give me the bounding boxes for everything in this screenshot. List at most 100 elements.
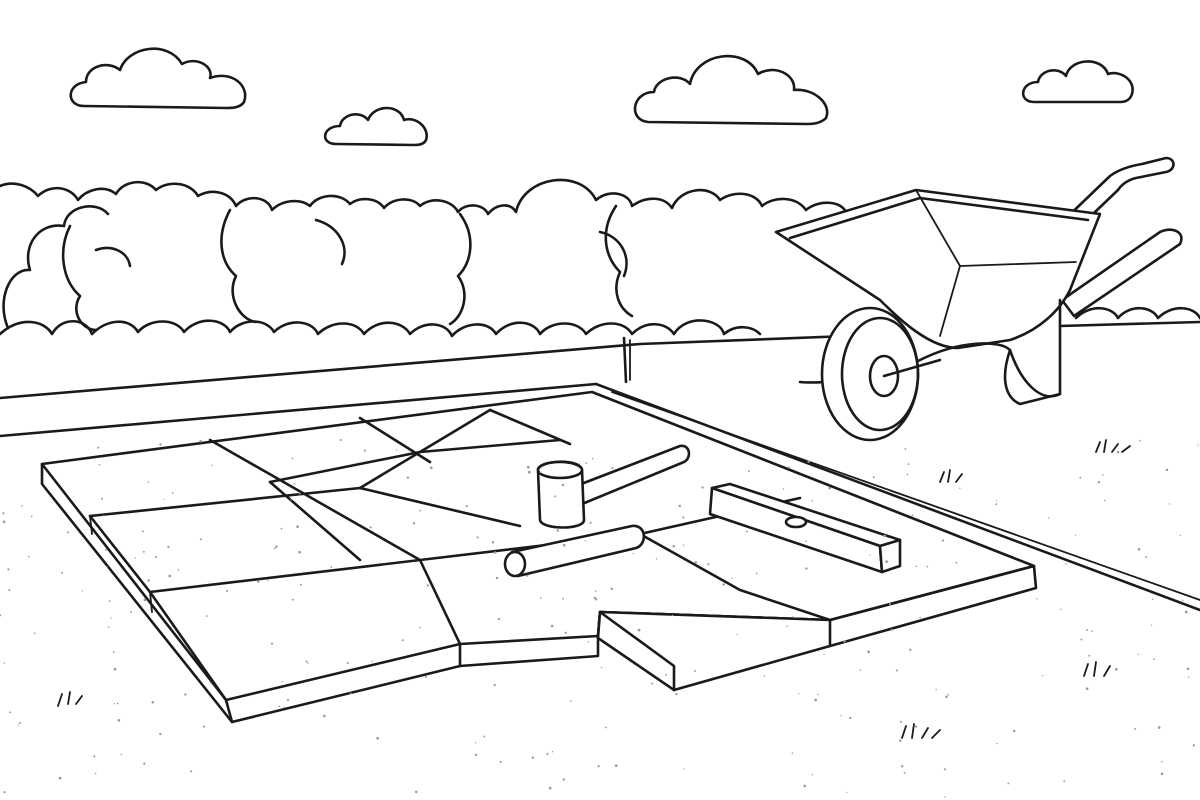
gravel-speck — [843, 639, 846, 643]
gravel-speck — [955, 561, 958, 564]
gravel-speck — [527, 470, 531, 474]
gravel-speck — [7, 568, 10, 571]
gravel-speck — [419, 509, 422, 512]
gravel-speck — [257, 580, 260, 583]
gravel-speck — [731, 577, 733, 579]
gravel-speck — [476, 536, 479, 539]
grass-tuft — [939, 469, 963, 483]
gravel-speck — [106, 566, 108, 568]
gravel-speck — [497, 617, 500, 621]
gravel-speck — [1137, 653, 1140, 656]
gravel-speck — [605, 726, 608, 729]
gravel-speck — [846, 791, 848, 794]
gravel-speck — [562, 778, 565, 781]
gravel-speck — [805, 540, 807, 542]
gravel-speck — [849, 716, 852, 720]
grass-tuft — [57, 691, 83, 707]
tile-grid-col-5 — [638, 532, 832, 622]
hedge-bush-5 — [604, 204, 634, 318]
paving-front-edge-right-tile — [596, 610, 832, 692]
gravel-speck — [430, 466, 433, 470]
gravel-speck — [323, 714, 326, 718]
gravel-speck — [899, 739, 902, 742]
gravel-speck — [278, 705, 281, 708]
hedge-bush-7 — [314, 218, 346, 266]
gravel-speck — [539, 471, 542, 474]
gravel-speck — [562, 543, 566, 547]
gravel-speck — [1150, 624, 1153, 626]
gravel-speck — [996, 500, 998, 502]
gravel-speck — [1168, 503, 1171, 505]
tile-grid-row-4 — [268, 438, 562, 484]
wheelbarrow-wheel-inner — [840, 316, 920, 432]
gravel-speck — [701, 486, 704, 489]
paving-right-face — [598, 610, 676, 692]
gravel-speck — [550, 624, 554, 628]
gravel-speck — [33, 632, 36, 635]
gravel-speck — [209, 681, 212, 684]
gravel-speck — [1137, 547, 1141, 551]
gravel-speck — [491, 541, 495, 544]
gravel-speck — [290, 499, 292, 501]
gravel-speck — [747, 470, 750, 473]
gravel-speck — [143, 598, 147, 602]
gravel-speck — [81, 590, 83, 592]
gravel-speck — [104, 548, 107, 551]
gravel-speck — [585, 462, 587, 464]
gravel-speck — [9, 711, 12, 714]
gravel-speck — [915, 565, 918, 568]
gravel-speck — [883, 534, 887, 538]
gravel-speck — [495, 576, 499, 580]
gravel-speck — [167, 545, 170, 549]
gravel-speck — [1041, 674, 1044, 677]
gravel-speck — [1063, 780, 1066, 783]
cloud-center-small — [323, 106, 428, 147]
gravel-speck — [1065, 563, 1067, 565]
gravel-speck — [102, 515, 105, 517]
gravel-speck — [943, 768, 946, 771]
gravel-speck — [828, 486, 831, 490]
gravel-speck — [869, 554, 871, 556]
gravel-speck — [307, 662, 309, 664]
gravel-speck — [113, 703, 116, 705]
gravel-speck — [163, 498, 165, 500]
gravel-speck — [2, 512, 5, 515]
gravel-speck — [787, 466, 790, 469]
gravel-speck — [412, 522, 416, 525]
gravel-speck — [151, 701, 154, 704]
paving-right-edge — [828, 564, 1038, 648]
gravel-speck — [678, 504, 682, 508]
gravel-speck — [1080, 638, 1083, 641]
gravel-speck — [814, 698, 818, 702]
gravel-speck — [578, 463, 581, 465]
gravel-speck — [147, 481, 150, 484]
gravel-speck — [548, 786, 552, 790]
gravel-speck — [1145, 556, 1148, 558]
cloud-center-large — [633, 54, 829, 126]
gravel-speck — [584, 540, 587, 542]
gravel-speck — [117, 719, 121, 722]
gravel-speck — [349, 692, 352, 695]
gravel-speck — [807, 460, 811, 463]
gravel-speck — [914, 725, 918, 728]
gravel-speck — [143, 762, 146, 765]
gravel-speck — [465, 505, 468, 508]
dowel-end — [503, 550, 527, 578]
gravel-speck — [554, 495, 557, 498]
hedge-bush-4 — [448, 212, 472, 326]
hedge-base — [0, 319, 762, 338]
gravel-speck — [594, 590, 597, 592]
tools — [503, 444, 902, 578]
gravel-speck — [745, 530, 748, 533]
gravel-texture — [0, 439, 1199, 798]
gravel-speck — [944, 796, 946, 798]
gravel-speck — [8, 589, 11, 592]
gravel-speck — [682, 516, 685, 519]
gravel-speck — [786, 625, 789, 628]
gravel-speck — [792, 616, 794, 618]
gravel-speck — [526, 465, 530, 469]
gravel-speck — [655, 558, 658, 560]
gravel-speck — [890, 628, 893, 631]
level-bubble-icon — [784, 515, 808, 529]
gravel-speck — [474, 742, 477, 744]
